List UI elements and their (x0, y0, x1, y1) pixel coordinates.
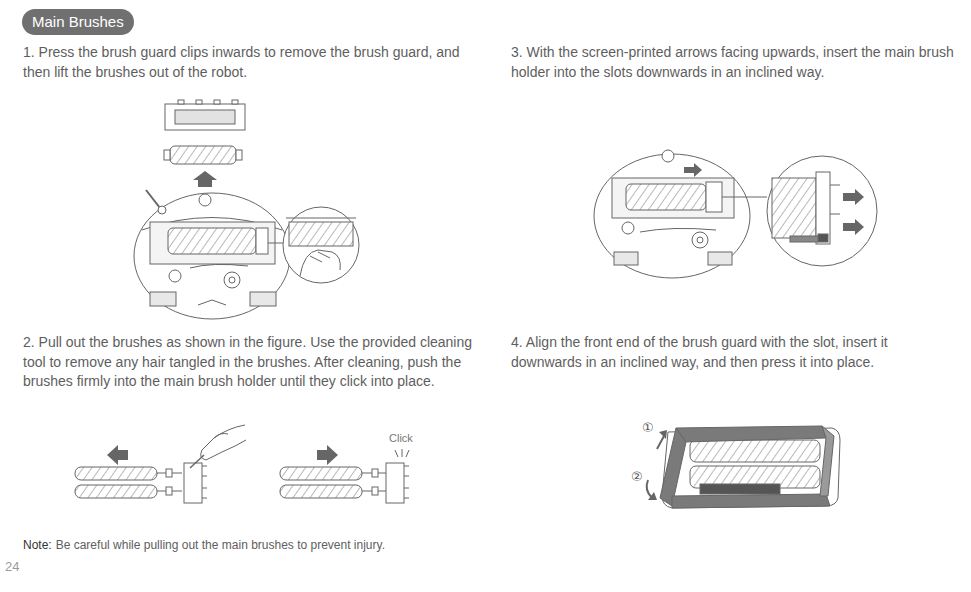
figure-four-part (690, 440, 820, 462)
step-text: 3. With the screen-printed arrows facing… (511, 43, 956, 82)
figure-one-part (289, 222, 353, 246)
figure-three-part (843, 189, 864, 205)
figure-two-part (107, 445, 128, 465)
figure-three-part (622, 222, 634, 234)
figure-two-part (372, 487, 378, 495)
figure-two-part (75, 485, 157, 498)
figure-four-part (672, 494, 830, 508)
step-text: 2. Pull out the brushes as shown in the … (23, 333, 478, 392)
figure-two-part (372, 469, 378, 477)
figure-four-part (659, 430, 667, 439)
figure-one-part (150, 292, 176, 306)
figure-two-part (75, 467, 157, 480)
figure-one-part (168, 228, 256, 254)
figure-three-part (818, 234, 828, 242)
figure-three-part (830, 214, 840, 215)
figure-one-part (286, 218, 356, 219)
figure-three-part (697, 237, 703, 243)
page-number: 24 (5, 558, 19, 575)
figure-two-part (202, 466, 207, 498)
figure-two-part (386, 463, 404, 503)
figure-four-part (648, 492, 657, 500)
figure-two-part (166, 469, 172, 477)
figure-three-part (708, 252, 732, 265)
figure-one (134, 100, 359, 319)
figure-three-part (662, 150, 674, 162)
figure-three-part (830, 185, 840, 186)
figure-two-part (404, 466, 409, 498)
figure-one-part (158, 206, 166, 214)
step-text: 1. Press the brush guard clips inwards t… (23, 43, 478, 82)
figure-one-part (236, 150, 242, 160)
figure-one-part (283, 207, 359, 283)
figure-one-part (164, 150, 170, 160)
figure-three-part (767, 156, 877, 266)
figure-three-part (790, 236, 818, 242)
figure-two-part (201, 425, 246, 460)
figure-two-part (317, 445, 338, 465)
figure-one-part (256, 228, 268, 254)
figure-four-part (700, 484, 780, 494)
figure-one-part (193, 171, 217, 187)
figure-one-part (169, 270, 181, 282)
figure-one-part (268, 243, 283, 244)
figure-four-part (820, 426, 834, 496)
figure-three-part (594, 154, 750, 278)
figure-two-part (280, 485, 362, 498)
figure-three-part (843, 219, 864, 235)
note-heading: Note: (23, 537, 52, 553)
figure-three-part (722, 197, 767, 198)
figure-one-part (199, 194, 211, 206)
callout-number: ② (631, 468, 643, 485)
figure-one-part (310, 252, 330, 262)
figure-one-part (224, 272, 240, 288)
figure-one-part (196, 100, 202, 104)
figure-one-part (229, 277, 235, 283)
figure-three-part (684, 163, 702, 177)
figure-four-part (647, 480, 652, 498)
figure-three-part (626, 184, 706, 210)
figure-one-part (190, 264, 248, 268)
figure-one-part (232, 100, 238, 104)
section-title: Main Brushes (22, 9, 134, 35)
figure-one-part (214, 100, 220, 104)
figure-one-part (300, 250, 340, 276)
callout-number: ① (642, 419, 654, 436)
figure-one-part (165, 104, 245, 130)
figure-one-part (250, 292, 276, 306)
figure-one-part (198, 300, 226, 305)
figure-three-part (772, 178, 816, 238)
figure-three-part (706, 182, 722, 212)
figure-three (594, 150, 877, 278)
figure-two-part (280, 467, 362, 480)
figure-two-part (184, 463, 202, 503)
figure-two-part (214, 434, 228, 439)
click-label: Click (389, 431, 413, 445)
figure-three-part (640, 228, 716, 232)
figure-one-part (178, 100, 184, 104)
figure-three-part (816, 172, 830, 244)
figure-two-part (190, 455, 204, 468)
figure-four-part (657, 436, 664, 449)
figure-four-part (660, 428, 686, 506)
figure-one-part (175, 110, 235, 124)
figure-four (647, 426, 840, 508)
step-text: 4. Align the front end of the brush guar… (511, 333, 956, 372)
figure-one-part (170, 146, 236, 164)
figure-two (75, 425, 409, 503)
figure-two-part (166, 487, 172, 495)
figure-three-part (692, 232, 708, 248)
figure-four-part (676, 426, 826, 442)
figure-three-part (612, 178, 734, 218)
note-text: Be careful while pulling out the main br… (56, 537, 385, 553)
figure-one-part (134, 193, 290, 319)
figure-one-part (146, 190, 160, 208)
figure-one-part (150, 222, 275, 264)
figure-two-part (395, 449, 409, 457)
figure-three-part (614, 252, 638, 265)
